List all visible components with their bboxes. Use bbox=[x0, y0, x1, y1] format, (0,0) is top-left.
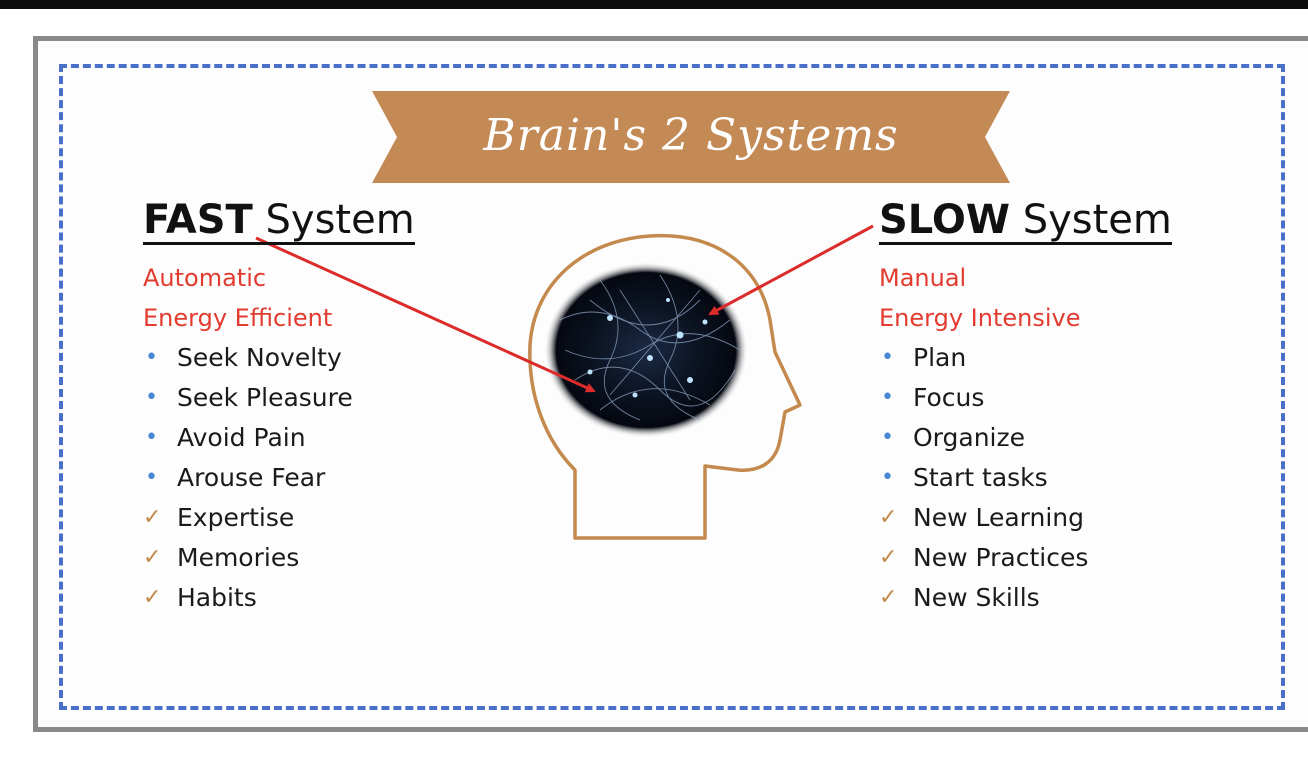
slow-arrow bbox=[708, 224, 874, 316]
slow-heading: SLOW System bbox=[879, 198, 1172, 245]
fast-heading: FAST System bbox=[143, 198, 415, 245]
slow-tagline: Manual bbox=[879, 264, 967, 292]
bullet-icon: • bbox=[145, 425, 158, 450]
fast-column: Automatic Energy Efficient •Seek Novelty… bbox=[143, 258, 353, 618]
fast-bullet-item: •Avoid Pain bbox=[143, 418, 353, 458]
fast-tagline: Energy Efficient bbox=[143, 304, 333, 332]
slow-tagline: Energy Intensive bbox=[879, 304, 1081, 332]
bullet-icon: • bbox=[145, 345, 158, 370]
slow-bullet-item: •Focus bbox=[879, 378, 1088, 418]
top-rule bbox=[0, 0, 1308, 9]
check-icon: ✓ bbox=[879, 545, 898, 570]
fast-bullet-item: •Arouse Fear bbox=[143, 458, 353, 498]
slow-column: Manual Energy Intensive •Plan •Focus •Or… bbox=[879, 258, 1088, 618]
slow-heading-rest: System bbox=[1022, 197, 1172, 243]
slow-bullet-item: •Organize bbox=[879, 418, 1088, 458]
dashed-border bbox=[59, 64, 1285, 710]
slow-heading-bold: SLOW bbox=[879, 197, 1010, 243]
fast-check-item: ✓Expertise bbox=[143, 498, 353, 538]
fast-check-item: ✓Habits bbox=[143, 578, 353, 618]
head-outline-icon bbox=[528, 233, 802, 540]
fast-heading-rest: System bbox=[265, 197, 415, 243]
slow-check-item: ✓New Learning bbox=[879, 498, 1088, 538]
slow-bullet-item: •Plan bbox=[879, 338, 1088, 378]
slow-bullet-item: •Start tasks bbox=[879, 458, 1088, 498]
title: Brain's 2 Systems bbox=[483, 109, 899, 161]
fast-bullet-item: •Seek Pleasure bbox=[143, 378, 353, 418]
bullet-icon: • bbox=[881, 425, 894, 450]
fast-arrow bbox=[255, 236, 596, 393]
check-icon: ✓ bbox=[143, 585, 162, 610]
fast-heading-bold: FAST bbox=[143, 197, 253, 243]
title-banner bbox=[372, 91, 1010, 183]
bullet-icon: • bbox=[881, 385, 894, 410]
check-icon: ✓ bbox=[143, 545, 162, 570]
bullet-icon: • bbox=[145, 465, 158, 490]
check-icon: ✓ bbox=[879, 505, 898, 530]
fast-check-item: ✓Memories bbox=[143, 538, 353, 578]
check-icon: ✓ bbox=[879, 585, 898, 610]
slow-check-item: ✓New Skills bbox=[879, 578, 1088, 618]
bullet-icon: • bbox=[881, 465, 894, 490]
bullet-icon: • bbox=[145, 385, 158, 410]
fast-tagline: Automatic bbox=[143, 264, 267, 292]
check-icon: ✓ bbox=[143, 505, 162, 530]
fast-bullet-item: •Seek Novelty bbox=[143, 338, 353, 378]
neuron-brain-image bbox=[544, 262, 748, 438]
slow-check-item: ✓New Practices bbox=[879, 538, 1088, 578]
bullet-icon: • bbox=[881, 345, 894, 370]
